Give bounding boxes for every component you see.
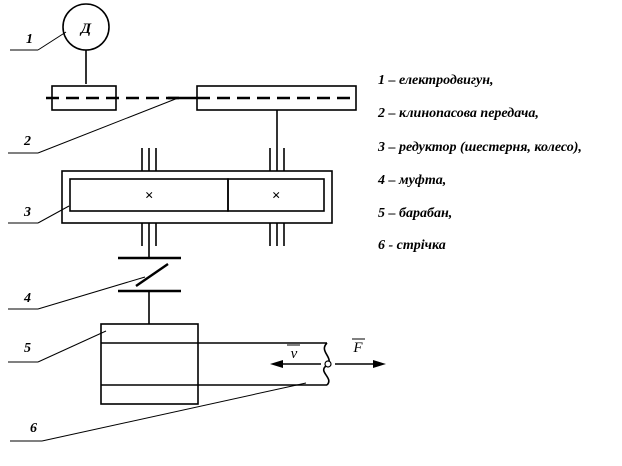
legend-item-1: 1 – електродвигун, [378,73,494,88]
callout-5: 5 [24,341,31,356]
reducer-gear-wheel [227,178,325,212]
callout-1-leader [37,31,67,51]
callout-2-leader [37,97,179,154]
legend-item-4: 4 – муфта, [377,173,446,188]
legend-item-3: 3 – редуктор (шестерня, колесо), [377,140,582,155]
reducer-housing [61,170,333,224]
callout-3: 3 [23,205,31,220]
coupling-link [135,263,169,287]
legend-item-5: 5 – барабан, [378,206,452,221]
velocity-arrowhead [270,360,283,368]
callout-1: 1 [26,32,33,47]
callout-6-leader [41,382,307,442]
force-application-point [324,360,332,368]
force-arrowhead [373,360,386,368]
drum [100,323,199,405]
callout-4-leader [37,276,146,310]
force-label: F [352,340,363,356]
motor-symbol: Д [79,21,92,37]
legend-item-6: 6 - стрічка [378,238,446,253]
gear-mark: × [272,188,281,204]
callout-5-leader [37,330,107,363]
callout-3-leader [37,205,70,224]
velocity-label: v [291,346,298,362]
pinion-mark: × [145,188,154,204]
callout-2: 2 [23,134,31,149]
legend-item-2: 2 – клинопасова передача, [377,106,539,121]
callout-4: 4 [23,291,31,306]
callout-6: 6 [30,421,37,436]
